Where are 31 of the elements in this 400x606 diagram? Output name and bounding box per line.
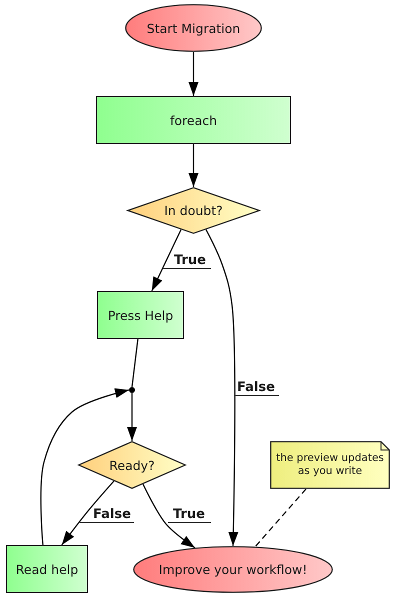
edge-label: True bbox=[163, 253, 211, 269]
edge-label: False bbox=[234, 380, 279, 396]
node-label: foreach bbox=[170, 112, 218, 128]
arrow bbox=[151, 229, 182, 292]
terminal-ellipse bbox=[125, 4, 262, 52]
junction-dot bbox=[129, 387, 135, 393]
node-label: Read help bbox=[16, 562, 78, 576]
arrow bbox=[127, 393, 137, 441]
node-label: Press Help bbox=[108, 308, 174, 322]
arrow bbox=[188, 144, 198, 187]
connector bbox=[131, 338, 138, 388]
arrow bbox=[188, 52, 198, 96]
node-label: In doubt? bbox=[164, 203, 223, 218]
terminal-ellipse bbox=[133, 546, 333, 593]
node-label: the preview updates as you write bbox=[275, 452, 385, 478]
process-box bbox=[96, 96, 291, 144]
node-label: Improve your workflow! bbox=[158, 562, 308, 577]
process-box bbox=[97, 291, 184, 339]
decision-diamond bbox=[127, 187, 260, 234]
edge-label: True bbox=[168, 507, 211, 523]
arrow bbox=[61, 480, 114, 546]
process-box bbox=[6, 545, 88, 593]
dashed-connector bbox=[254, 488, 306, 548]
arrow bbox=[142, 484, 196, 548]
decision-diamond bbox=[78, 441, 186, 489]
arrow bbox=[40, 388, 130, 546]
edge-label: False bbox=[78, 507, 134, 523]
arrow bbox=[205, 229, 238, 546]
note bbox=[270, 441, 390, 489]
node-label: Start Migration bbox=[146, 20, 240, 36]
node-label: Ready? bbox=[109, 458, 155, 472]
